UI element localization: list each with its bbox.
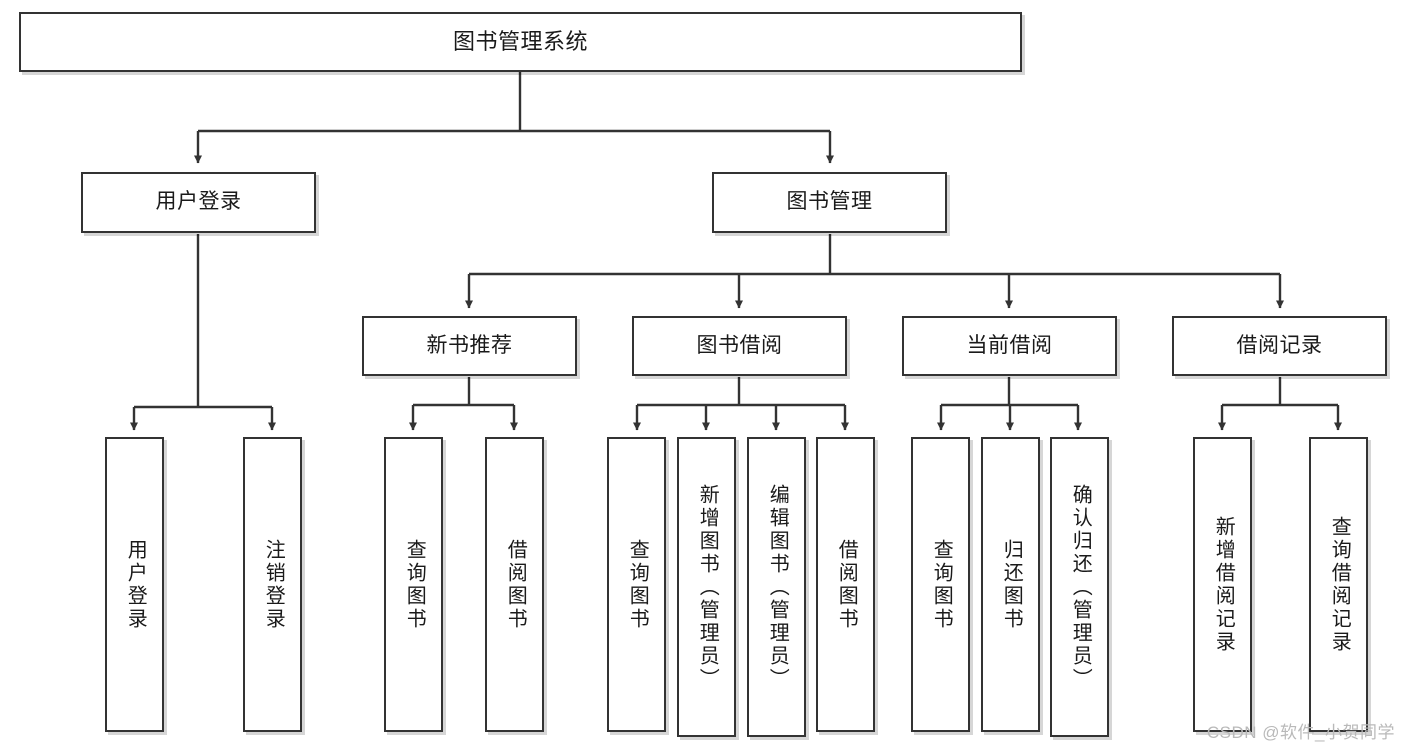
connector-user-login-to-leaves xyxy=(130,234,276,431)
connector-borrow-to-leaves xyxy=(633,377,849,431)
node-label: 用户登录 xyxy=(155,190,242,214)
node-leaf-query-book-borrow[interactable]: 查询图书 xyxy=(607,437,666,732)
node-label: 借阅记录 xyxy=(1236,333,1323,357)
node-label: 确认归还（管理员） xyxy=(1069,483,1092,691)
node-label: 注销登录 xyxy=(262,538,285,631)
node-borrow-record[interactable]: 借阅记录 xyxy=(1172,316,1387,376)
node-label: 归还图书 xyxy=(1000,538,1023,631)
node-label: 编辑图书（管理员） xyxy=(766,483,789,691)
node-leaf-borrow-book[interactable]: 借阅图书 xyxy=(816,437,875,732)
connector-book-mgmt-to-level3 xyxy=(465,234,1284,309)
node-leaf-confirm-return-admin[interactable]: 确认归还（管理员） xyxy=(1050,437,1109,737)
connector-newbook-to-leaves xyxy=(409,377,518,431)
node-leaf-borrow-book-recommend[interactable]: 借阅图书 xyxy=(485,437,544,732)
node-label: 借阅图书 xyxy=(835,538,858,631)
connector-current-to-leaves xyxy=(937,377,1082,431)
node-leaf-query-book-current[interactable]: 查询图书 xyxy=(911,437,970,732)
node-book-management[interactable]: 图书管理 xyxy=(712,172,947,233)
node-leaf-edit-book-admin[interactable]: 编辑图书（管理员） xyxy=(747,437,806,737)
node-book-borrow[interactable]: 图书借阅 xyxy=(632,316,847,376)
node-label: 新增图书（管理员） xyxy=(696,483,719,691)
node-leaf-logout[interactable]: 注销登录 xyxy=(243,437,302,732)
node-label: 查询借阅记录 xyxy=(1328,515,1351,654)
node-leaf-add-book-admin[interactable]: 新增图书（管理员） xyxy=(677,437,736,737)
node-current-borrow[interactable]: 当前借阅 xyxy=(902,316,1117,376)
node-leaf-user-login[interactable]: 用户登录 xyxy=(105,437,164,732)
node-new-book-recommend[interactable]: 新书推荐 xyxy=(362,316,577,376)
node-label: 图书管理系统 xyxy=(452,29,588,55)
node-label: 查询图书 xyxy=(403,538,426,631)
node-label: 当前借阅 xyxy=(966,333,1053,357)
node-leaf-add-borrow-record[interactable]: 新增借阅记录 xyxy=(1193,437,1252,732)
node-label: 查询图书 xyxy=(626,538,649,631)
node-leaf-query-borrow-record[interactable]: 查询借阅记录 xyxy=(1309,437,1368,732)
node-leaf-return-book[interactable]: 归还图书 xyxy=(981,437,1040,732)
node-root-system[interactable]: 图书管理系统 xyxy=(19,12,1022,72)
node-leaf-query-book-recommend[interactable]: 查询图书 xyxy=(384,437,443,732)
node-label: 查询图书 xyxy=(930,538,953,631)
node-label: 借阅图书 xyxy=(504,538,527,631)
connector-root-to-level2 xyxy=(194,72,834,164)
node-label: 新增借阅记录 xyxy=(1212,515,1235,654)
node-label: 图书管理 xyxy=(786,190,873,214)
connector-record-to-leaves xyxy=(1218,377,1342,431)
node-label: 用户登录 xyxy=(124,538,147,631)
node-label: 图书借阅 xyxy=(696,333,783,357)
node-label: 新书推荐 xyxy=(426,333,513,357)
node-user-login[interactable]: 用户登录 xyxy=(81,172,316,233)
